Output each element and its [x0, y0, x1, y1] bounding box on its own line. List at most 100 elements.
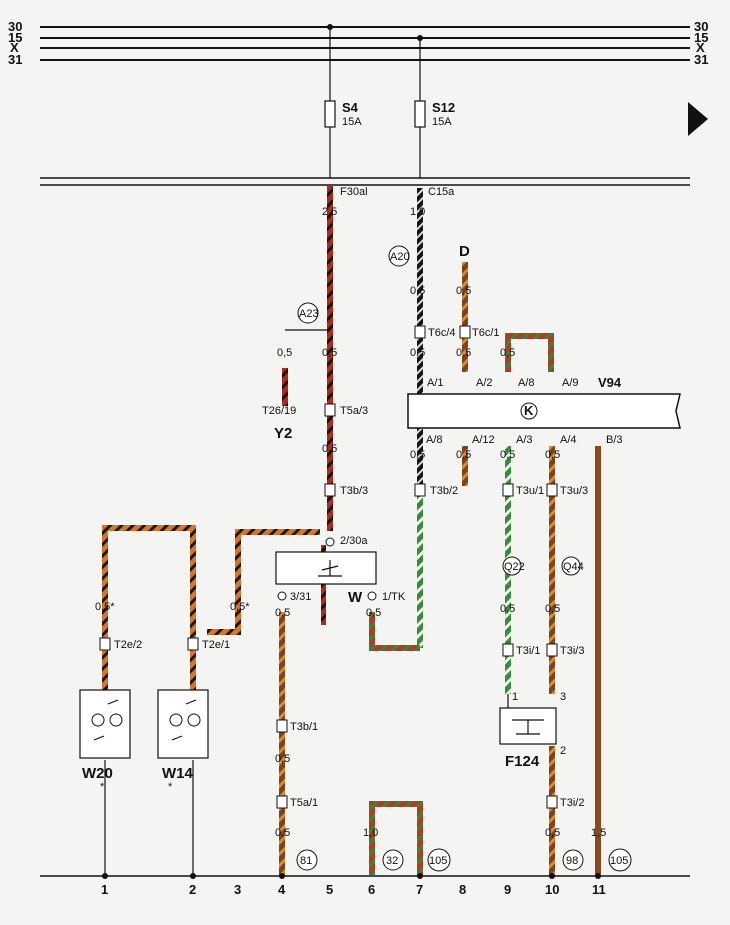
column-number: 7 [416, 882, 423, 897]
connector-t6c1: T6c/1 [472, 327, 500, 339]
connector-t2e1: T2e/1 [202, 639, 230, 651]
column-number: 1 [101, 882, 108, 897]
component-w20-star: * [100, 781, 105, 793]
svg-text:2,5: 2,5 [322, 206, 337, 218]
svg-text:0,5: 0,5 [410, 285, 425, 297]
column-number: 6 [368, 882, 375, 897]
pin-a2: A/2 [476, 377, 493, 389]
reference-81: 81 [300, 855, 312, 867]
reference-105b: 105 [610, 855, 628, 867]
column-number: 3 [234, 882, 241, 897]
rail-label-right: 31 [694, 52, 708, 67]
reference-32: 32 [386, 855, 398, 867]
component-y2: Y2 [274, 425, 292, 442]
wire-col8 [462, 446, 468, 486]
wire-col6 [369, 612, 420, 651]
svg-text:0,5: 0,5 [545, 449, 560, 461]
control-module-k: K V94 A/1 A/2 A/8 A/9 A/8 A/12 A/3 A/4 B… [407, 375, 681, 446]
relay-pin-1: 1 [512, 691, 518, 703]
pin-a8-top: A/8 [518, 377, 535, 389]
fuse-s4-rating: 15A [342, 116, 362, 128]
connector-t3i3: T3i/3 [560, 645, 584, 657]
wire-col7-lower [417, 488, 423, 648]
component-q22: Q22 [504, 561, 525, 573]
svg-text:0,5: 0,5 [277, 347, 292, 359]
svg-text:0,5: 0,5 [500, 449, 515, 461]
svg-text:0,5: 0,5 [456, 449, 471, 461]
component-a20: A20 [390, 251, 410, 263]
fuse-box: S4 15A S12 15A F30al C15a [40, 27, 690, 198]
component-q44: Q44 [563, 561, 584, 573]
rail-label-left: 30 [8, 19, 22, 34]
relay-pin-3: 3 [560, 691, 566, 703]
svg-text:1,0: 1,0 [410, 206, 425, 218]
reference-98: 98 [566, 855, 578, 867]
connector-3-31: 3/31 [290, 591, 311, 603]
svg-text:1,0: 1,0 [363, 827, 378, 839]
component-w14: W14 [162, 765, 194, 782]
pin-a9: A/9 [562, 377, 579, 389]
rail-label-right: X [696, 40, 705, 55]
relay-pin-2: 2 [560, 745, 566, 757]
connector-t3b3: T3b/3 [340, 485, 368, 497]
fuse-s12-label: S12 [432, 100, 455, 115]
component-f124: F124 [505, 753, 540, 770]
fuse-s4 [324, 100, 336, 128]
wire-d [462, 262, 468, 372]
fuse-s12-rating: 15A [432, 116, 452, 128]
column-numbers: 1 2 3 4 5 6 7 8 9 10 11 [101, 882, 606, 897]
svg-text:1,5: 1,5 [591, 827, 606, 839]
wire-col10 [549, 446, 555, 694]
column-number: 10 [545, 882, 559, 897]
rail-label-left: X [10, 40, 19, 55]
component-w20: W20 [82, 765, 113, 782]
lamp-w14: W14 * [157, 689, 209, 793]
pin-a12: A/12 [472, 434, 495, 446]
svg-text:0,5: 0,5 [275, 827, 290, 839]
wire-t26-19 [282, 368, 288, 406]
connector-markers [99, 325, 558, 809]
component-a23: A23 [299, 308, 319, 320]
connector-t3b1: T3b/1 [290, 721, 318, 733]
wire-col11 [595, 446, 601, 875]
connector-t5a1: T5a/1 [290, 797, 318, 809]
switch-w: W [275, 537, 377, 606]
wire-col10-lower [549, 746, 555, 875]
column-number: 4 [278, 882, 286, 897]
connector-t3i1: T3i/1 [516, 645, 540, 657]
pin-a3: A/3 [516, 434, 533, 446]
svg-text:0,5: 0,5 [410, 449, 425, 461]
component-labels: A20 A23 D Y2 Q22 Q44 [274, 243, 584, 576]
svg-text:0,5: 0,5 [410, 347, 425, 359]
reference-105: 105 [429, 855, 447, 867]
connector-1-tk: 1/TK [382, 591, 406, 603]
column-number: 8 [459, 882, 466, 897]
wire-col5-lower [321, 545, 326, 625]
svg-text:0,5: 0,5 [322, 347, 337, 359]
module-k-badge [520, 402, 538, 420]
wire-col5 [327, 186, 333, 531]
pin-a4: A/4 [560, 434, 577, 446]
svg-text:0,5*: 0,5* [95, 601, 115, 613]
svg-text:0,5: 0,5 [322, 443, 337, 455]
connector-t5a3: T5a/3 [340, 405, 368, 417]
wire-w14 [207, 529, 320, 635]
ground-bus [40, 873, 690, 879]
connector-t6c4: T6c/4 [428, 327, 456, 339]
wire-w20 [102, 525, 196, 690]
rail-label-right: 15 [694, 30, 708, 45]
fuse-s12 [414, 100, 426, 128]
continuation-arrow-icon[interactable] [688, 102, 708, 136]
module-v94-label: V94 [598, 375, 622, 390]
rail-label-left: 31 [8, 52, 22, 67]
pin-a8: A/8 [426, 434, 443, 446]
page-references: 81 32 105 98 105 [296, 848, 632, 872]
column-number: 2 [189, 882, 196, 897]
component-w: W [348, 589, 363, 606]
connector-c15a: C15a [428, 186, 455, 198]
connector-labels: T6c/4 T6c/1 T26/19 T5a/3 T3b/3 T3b/2 T3u… [114, 327, 588, 809]
column-number: 5 [326, 882, 333, 897]
connector-t2e2: T2e/2 [114, 639, 142, 651]
svg-text:0,5*: 0,5* [230, 601, 250, 613]
